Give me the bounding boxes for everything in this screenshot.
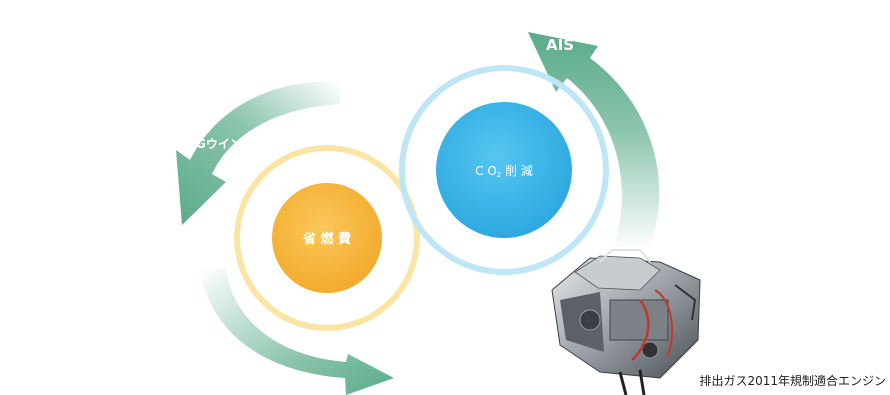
co2-reduction-ring — [399, 65, 609, 275]
diesel-engine-photo — [551, 249, 701, 395]
fuel-saving-circle: 省 燃 費 — [234, 145, 420, 331]
co2-reduction-core — [436, 102, 572, 238]
co2-reduction-circle: C O2 削 減 — [399, 65, 609, 275]
co2-main: C O — [475, 164, 497, 178]
g-engine-arrow: Gエンジン — [200, 268, 394, 395]
co2-subscript: 2 — [497, 171, 501, 179]
engine-caption: 排出ガス2011年規制適合エンジン — [699, 374, 886, 388]
g-engine-label: Gエンジン — [286, 377, 344, 391]
fuel-saving-core — [272, 183, 382, 293]
ais-label: AIS — [546, 36, 574, 54]
co2-reduction-label: C O2 削 減 — [475, 163, 533, 179]
co2-tail: 削 減 — [501, 163, 533, 178]
fuel-saving-label: 省 燃 費 — [302, 231, 351, 247]
g-winch-arrow: Gウインチ — [176, 81, 340, 225]
ais-arrow: AIS — [528, 32, 660, 250]
fuel-saving-ring — [234, 145, 420, 331]
g-winch-label: Gウインチ — [196, 137, 254, 151]
